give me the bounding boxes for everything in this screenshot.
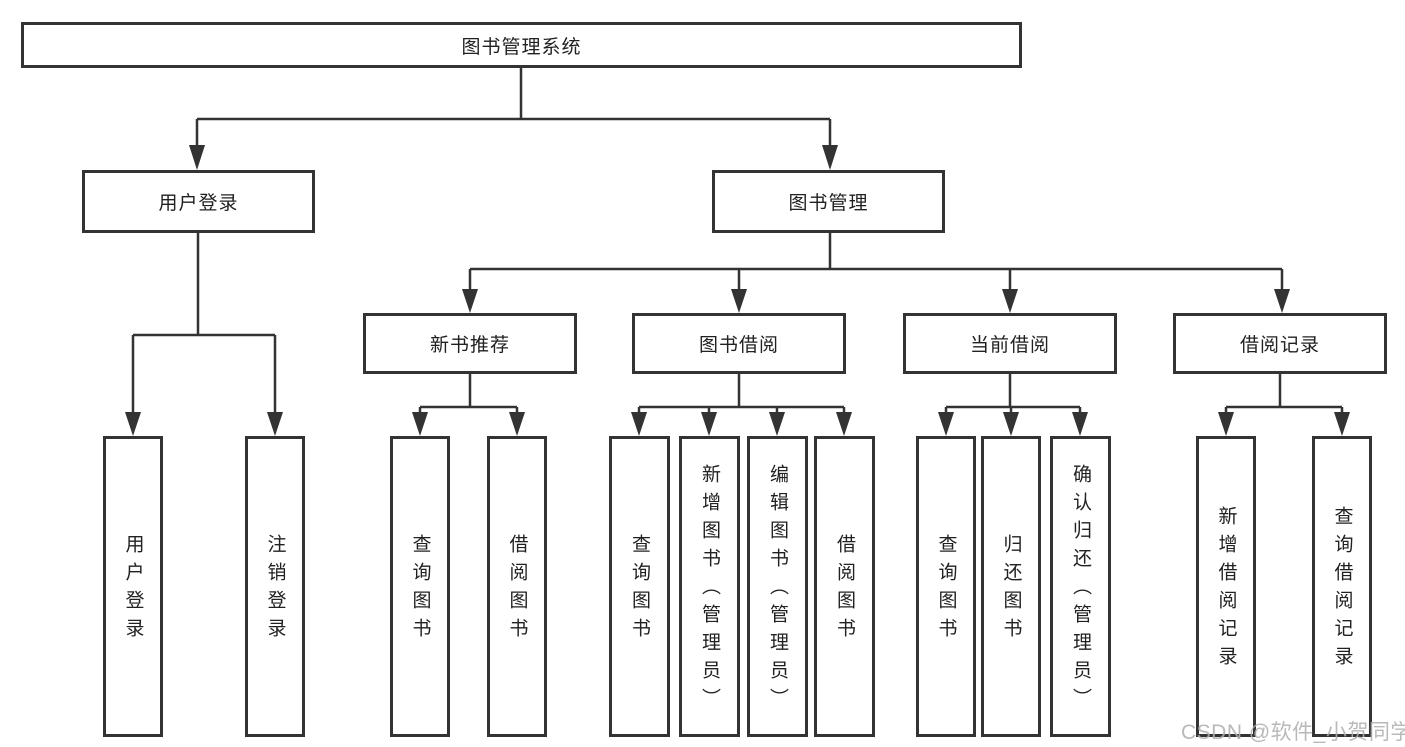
leaf-confirm-return-admin: 确认归还（管理员） (1050, 436, 1111, 737)
leaf-add-books-admin: 新增图书（管理员） (679, 436, 740, 737)
node-label: 图书管理系统 (461, 36, 582, 58)
leaf-add-borrow-record: 新增借阅记录 (1196, 436, 1256, 737)
watermark: CSDN @软件_小贺同学 (1181, 721, 1405, 744)
leaf-label: 借阅图书 (506, 533, 528, 646)
leaf-label: 查询借阅记录 (1331, 505, 1353, 674)
leaf-label: 借阅图书 (834, 533, 855, 646)
node-label: 图书借阅 (698, 335, 779, 356)
leaf-query-borrow-record: 查询借阅记录 (1312, 436, 1372, 737)
leaf-logout: 注销登录 (245, 436, 305, 737)
leaf-borrow-books-recommend: 借阅图书 (487, 436, 547, 737)
arrowheads (125, 145, 1350, 436)
leaf-label: 确认归还（管理员） (1070, 463, 1091, 716)
node-borrowing-records: 借阅记录 (1173, 313, 1387, 374)
node-new-book-recommendation: 新书推荐 (363, 313, 577, 374)
leaf-borrow-books-borrowing: 借阅图书 (814, 436, 875, 737)
leaf-label: 用户登录 (122, 533, 144, 646)
leaf-label: 查询图书 (935, 533, 957, 646)
leaf-query-books-borrowing: 查询图书 (609, 436, 670, 737)
leaf-label: 新增借阅记录 (1215, 505, 1237, 674)
node-book-borrowing: 图书借阅 (632, 313, 846, 374)
node-current-borrowing: 当前借阅 (903, 313, 1117, 374)
leaf-label: 新增图书（管理员） (699, 463, 720, 716)
leaf-label: 归还图书 (1000, 533, 1022, 646)
node-book-management: 图书管理 (712, 170, 945, 233)
leaf-query-books-recommend: 查询图书 (390, 436, 450, 737)
leaf-label: 查询图书 (409, 533, 431, 646)
node-label: 图书管理 (788, 193, 869, 214)
node-library-management-system: 图书管理系统 (21, 22, 1022, 68)
leaf-label: 编辑图书（管理员） (767, 463, 788, 716)
node-label: 当前借阅 (969, 335, 1050, 356)
leaf-label: 注销登录 (264, 533, 286, 646)
leaf-return-books: 归还图书 (981, 436, 1041, 737)
leaf-user-login: 用户登录 (103, 436, 163, 737)
leaf-query-books-current: 查询图书 (916, 436, 976, 737)
node-label: 用户登录 (158, 193, 239, 214)
node-label: 新书推荐 (429, 335, 510, 356)
leaf-edit-books-admin: 编辑图书（管理员） (747, 436, 808, 737)
node-user-login: 用户登录 (82, 170, 315, 233)
leaf-label: 查询图书 (629, 533, 650, 646)
node-label: 借阅记录 (1239, 335, 1320, 356)
